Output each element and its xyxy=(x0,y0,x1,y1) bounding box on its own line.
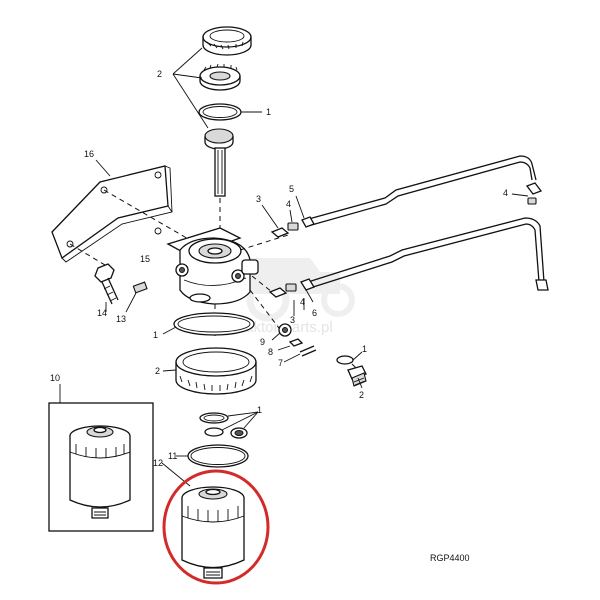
retaining-ring-bowl xyxy=(175,347,257,395)
filter-head xyxy=(166,227,259,322)
callout-1-kit: 1 xyxy=(257,405,262,415)
fuel-line-upper xyxy=(301,155,543,228)
filter-cap xyxy=(199,63,241,91)
callout-3-lower: 3 xyxy=(290,315,295,325)
callout-16: 16 xyxy=(84,149,94,159)
cap-screw xyxy=(94,263,119,305)
callout-2-bowl: 2 xyxy=(155,366,160,376)
callout-1-mid: 1 xyxy=(153,330,158,340)
highlight-circle xyxy=(162,469,270,585)
callout-6: 6 xyxy=(312,308,317,318)
seal-ring xyxy=(173,312,255,336)
retaining-ring-top xyxy=(202,26,252,56)
callout-4-lower: 4 xyxy=(300,297,305,307)
primer-pump-plunger xyxy=(204,128,234,197)
callout-12: 12 xyxy=(153,458,163,468)
callout-8: 8 xyxy=(268,347,273,357)
fitting-lower xyxy=(268,283,317,357)
callout-1-oring: 1 xyxy=(362,344,367,354)
callout-7: 7 xyxy=(278,358,283,368)
filter-element xyxy=(181,486,245,579)
callout-2-drain: 2 xyxy=(359,390,364,400)
callout-4-upper: 4 xyxy=(286,199,291,209)
set-screw xyxy=(132,281,148,294)
drain-plug xyxy=(347,365,367,387)
o-ring-element xyxy=(187,444,249,468)
callout-1-top: 1 xyxy=(266,107,271,117)
callout-11: 11 xyxy=(168,451,177,461)
callout-10: 10 xyxy=(50,373,60,383)
callout-9: 9 xyxy=(260,337,265,347)
callout-13: 13 xyxy=(116,314,126,324)
callout-14: 14 xyxy=(97,308,107,318)
inset-filter-box xyxy=(48,402,154,532)
drawing-code: RGP4400 xyxy=(430,553,470,563)
fuel-line-lower xyxy=(300,217,549,291)
mounting-bracket xyxy=(51,165,173,263)
fitting-upper xyxy=(270,222,299,238)
callout-4-right: 4 xyxy=(503,188,508,198)
callout-labels: 2 1 16 3 4 5 4 15 14 13 1 4 3 6 9 8 7 1 … xyxy=(50,69,508,468)
callout-5: 5 xyxy=(289,184,294,194)
seal-kit xyxy=(199,412,248,439)
callout-3-upper: 3 xyxy=(256,194,261,204)
o-ring-drain xyxy=(336,355,354,365)
callout-2-top: 2 xyxy=(157,69,162,79)
callout-15: 15 xyxy=(140,254,150,264)
